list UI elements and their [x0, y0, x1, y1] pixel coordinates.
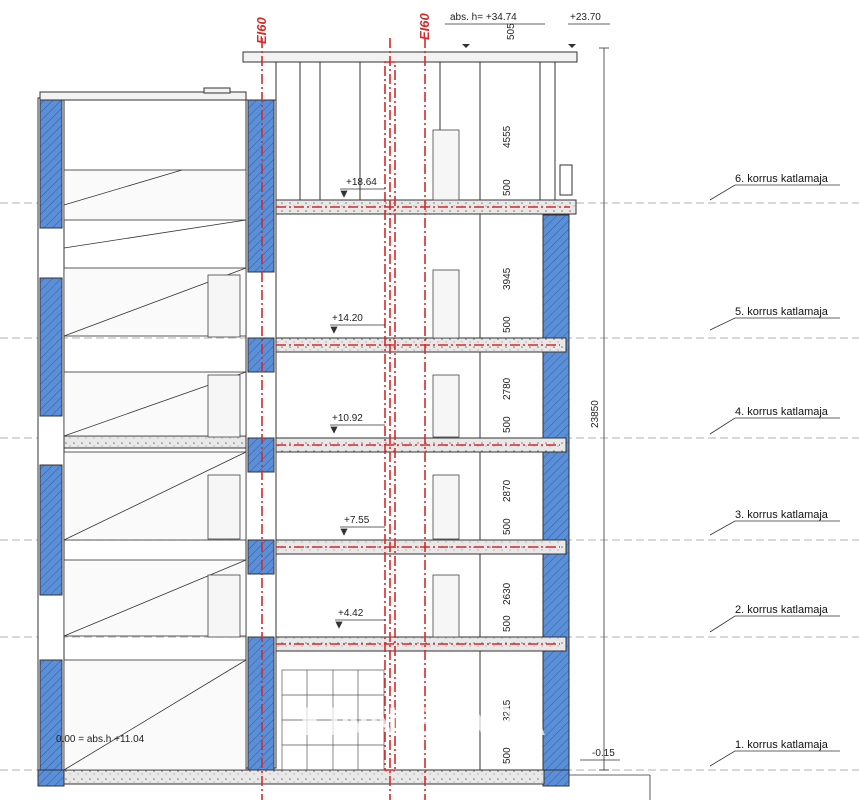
svg-text:500: 500 — [502, 316, 513, 333]
level-guide-lines — [0, 202, 859, 771]
floor-mark-4: +10.92 — [332, 413, 363, 424]
fire-label-right: EI60 — [417, 12, 432, 40]
doors — [207, 129, 460, 638]
svg-text:2780: 2780 — [502, 377, 513, 400]
floor-mark-6: +18.64 — [346, 177, 377, 188]
floor-mark-3: +7.55 — [344, 515, 370, 526]
walls — [37, 97, 570, 787]
fire-rated-lines — [261, 38, 570, 800]
svg-text:500: 500 — [502, 416, 513, 433]
svg-text:500: 500 — [502, 518, 513, 535]
level-label-2: 2. korrus katlamaja — [735, 604, 829, 616]
level-label-5: 5. korrus katlamaja — [735, 306, 829, 318]
svg-text:500: 500 — [502, 179, 513, 196]
ground-level-mark: 0.00 = abs.h +11.04 — [56, 734, 145, 745]
storefront-grid — [281, 669, 385, 771]
roof-height-mark: +23.70 — [570, 12, 601, 23]
floor-level-marks — [330, 188, 385, 629]
level-label-1: 1. korrus katlamaja — [735, 739, 829, 751]
svg-text:500: 500 — [502, 747, 513, 764]
svg-text:3215: 3215 — [502, 699, 513, 722]
svg-text:2870: 2870 — [502, 479, 513, 502]
roof-dim: 505 — [506, 23, 517, 40]
svg-text:500: 500 — [502, 615, 513, 632]
building-outline — [39, 51, 578, 770]
level-label-6: 6. korrus katlamaja — [735, 173, 829, 185]
level-label-3: 3. korrus katlamaja — [735, 509, 829, 521]
watermark: KINNISVARA — [300, 700, 546, 744]
fire-label-left: EI60 — [254, 16, 269, 44]
level-labels — [709, 184, 840, 767]
top-abs-height: abs. h= +34.74 — [450, 12, 517, 23]
floor-mark-2: +4.42 — [338, 608, 364, 619]
storey-dimensions: 4555 500 3945 500 2780 500 2870 500 2630… — [502, 125, 513, 764]
total-height-dim: 23850 — [590, 400, 601, 428]
svg-text:3945: 3945 — [502, 267, 513, 290]
floor-mark-5: +14.20 — [332, 313, 363, 324]
svg-text:2630: 2630 — [502, 582, 513, 605]
staircase — [63, 169, 247, 771]
svg-text:4555: 4555 — [502, 125, 513, 148]
level-label-4: 4. korrus katlamaja — [735, 406, 829, 418]
